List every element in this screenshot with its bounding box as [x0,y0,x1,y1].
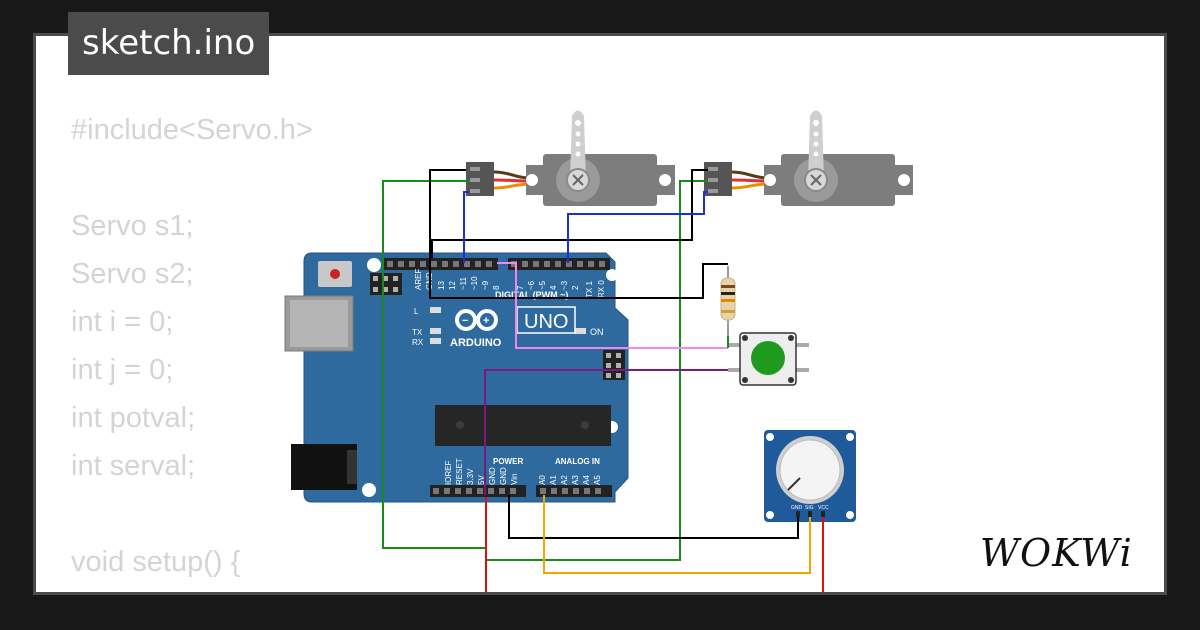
power-jack-tip [347,450,357,484]
code-line: void setup() { [71,546,241,578]
pin-label-aref: AREF [414,269,423,290]
pot-pin-gnd: GND [791,505,803,511]
digital-label: DIGITAL (PWM ~) [495,290,568,300]
servo-2[interactable] [704,110,913,207]
pin-label-reset: RESET [455,458,464,485]
arduino-logo-icon: − + [455,309,498,331]
analog-label: ANALOG IN [555,457,600,466]
led-tx [430,328,441,334]
led-rx [430,338,441,344]
pin-label-a0: A0 [538,475,547,485]
wokwi-logo-text: WOKWi [980,531,1133,575]
pin-label-5v: 5V [477,475,486,485]
usb-port-inner [290,300,348,347]
power-label: POWER [493,457,523,466]
pot-pin-sig: SIG [805,505,814,511]
power-jack [291,444,357,490]
mount-hole [362,483,376,497]
pin-label-10: ~10 [470,276,479,290]
code-line: int potval; [71,402,196,434]
wire-orange-pot-sig [543,495,811,574]
code-line: Servo s2; [71,258,194,290]
mount-hole [367,258,381,272]
pin-label-a3: A3 [571,475,580,485]
reset-button-cap[interactable] [330,269,340,279]
led-l [430,307,441,313]
pin-label-11: ~11 [459,276,468,290]
potentiometer-knob[interactable] [779,439,841,501]
pin-label-tx1: TX 1 [585,281,594,298]
wire-black-servo1 [429,169,728,299]
pin-label-4: 4 [549,285,558,290]
pushbutton-cap[interactable] [751,341,785,375]
code-editor: #include<Servo.h> Servo s1; Servo s2; in… [71,106,499,592]
pushbutton[interactable] [728,332,809,386]
wire-black-servo2 [431,169,708,258]
pin-label-a2: A2 [560,475,569,485]
arduino-brand-text: ARDUINO [450,337,502,349]
pin-label-13: 13 [437,281,446,290]
wire-black-pot-gnd [508,495,799,539]
code-line: int j = 0; [71,354,174,386]
code-line: int serval; [71,450,196,482]
mount-hole [606,269,618,281]
pin-label-vin: Vin [510,474,519,485]
pin-label-12: 12 [448,281,457,290]
pin-label-a4: A4 [582,475,591,485]
wire-blue-servo1 [463,191,470,263]
pin-label-9: ~9 [481,280,490,290]
resistor[interactable] [720,266,736,336]
led-label-tx: TX [412,328,423,337]
wire-pink-button [497,262,728,349]
code-area: #include<Servo.h> Servo s1; Servo s2; in… [33,33,1167,595]
wokwi-logo[interactable]: WOKWi [978,528,1148,578]
pot-pin-vcc: VCC [818,505,829,511]
code-line: #include<Servo.h> [71,114,313,146]
led-on [575,328,586,334]
pin-label-rx0: RX 0 [597,280,606,298]
code-line: int i = 0; [71,306,174,338]
pin-label-a5: A5 [593,475,602,485]
pin-label-a1: A1 [549,475,558,485]
led-label-rx: RX [412,338,424,347]
pin-label-ioref: IOREF [444,460,453,485]
pin-label-8: 8 [492,285,501,290]
wire-blue-servo2 [567,191,708,263]
board-model: UNO [524,311,568,333]
pin-label-5: ~5 [538,280,547,290]
wires [382,169,824,592]
wire-green-servo1 [382,180,485,549]
code-line: Servo s1; [71,210,194,242]
servo-1[interactable] [466,110,675,207]
file-title: sketch.ino [68,12,270,75]
led-label-l: L [414,307,419,316]
pin-label-gnd2: GND [499,467,508,485]
pin-label-7: 7 [516,285,525,290]
wire-purple-button [484,369,728,495]
pin-label-gnd1: GND [488,467,497,485]
pin-label-3v3: 3.3V [466,468,475,485]
arduino-uno-board[interactable]: AREF GND 13 12 ~11 ~10 ~9 8 7 ~6 ~5 4 ~3… [284,252,629,503]
svg-text:−: − [462,315,468,327]
svg-text:+: + [483,315,489,327]
led-label-on: ON [590,327,604,337]
potentiometer[interactable]: GND SIG VCC [764,430,856,522]
pin-label-3: ~3 [560,280,569,290]
pin-label-6: ~6 [527,280,536,290]
pin-label-2: 2 [571,285,580,290]
